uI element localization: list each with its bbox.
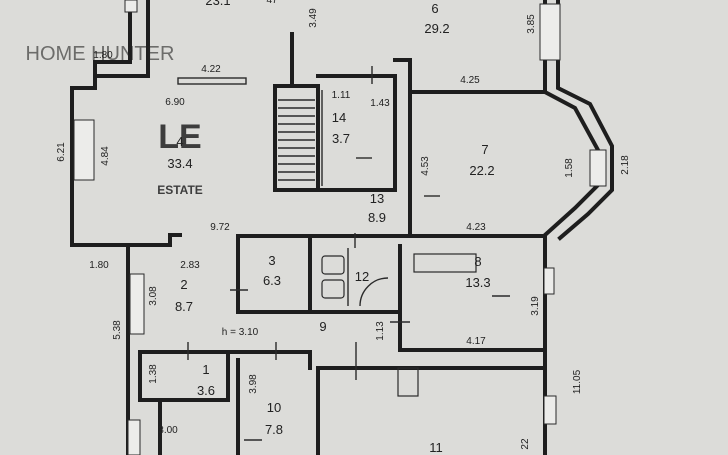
dim-3-49: 3.49 (308, 8, 319, 28)
dimension-labels: 1.80 4.22 6.90 6.21 4.84 9.72 1.80 2.83 … (56, 0, 631, 450)
window-bay (589, 149, 607, 187)
watermark-logo-text: ESTATE (157, 183, 203, 197)
room-12-number: 12 (355, 269, 369, 284)
room-8-number: 8 (474, 254, 481, 269)
dim-4-22: 4.22 (201, 64, 221, 75)
room-9-number: 11 (429, 440, 443, 455)
room-area-23-1: 23.1 (205, 0, 230, 8)
room-8-area: 13.3 (465, 275, 490, 290)
dim-3-08: 3.08 (148, 286, 159, 306)
dim-3-85: 3.85 (526, 14, 537, 34)
dim-1-80-top: 1.80 (93, 50, 113, 61)
dim-h-3-10: h = 3.10 (222, 327, 259, 338)
wall-niche (393, 58, 412, 94)
wall-room-14 (316, 74, 397, 192)
wall-upper-left (93, 0, 150, 78)
room-3-number: 3 (268, 253, 275, 268)
window-room-8 (543, 267, 555, 295)
door-arc-12 (359, 277, 389, 307)
window-room-6 (539, 3, 561, 61)
window-lower-left (127, 419, 141, 455)
room-4-area: 33.4 (167, 156, 192, 171)
room-1-area: 3.6 (197, 383, 215, 398)
dim-47-partial: 47 (266, 0, 278, 6)
room-10-number: 10 (267, 400, 281, 415)
room-11-number: 9 (319, 319, 326, 334)
window-room-2 (129, 273, 145, 335)
dim-5-38: 5.38 (112, 320, 123, 340)
dim-4-17: 4.17 (466, 336, 486, 347)
dim-4-23: 4.23 (466, 222, 486, 233)
dim-4-53: 4.53 (420, 156, 431, 176)
dim-4-84: 4.84 (100, 146, 111, 166)
toilet-1 (321, 255, 345, 275)
dim-6-21: 6.21 (56, 142, 67, 162)
wall-room-12 (308, 234, 402, 314)
room-6-area: 29.2 (424, 21, 449, 36)
room-2-number: 2 (180, 277, 187, 292)
room-14-number: 14 (332, 110, 346, 125)
room-10-area: 7.8 (265, 422, 283, 437)
dim-3-98: 3.98 (248, 374, 259, 394)
niche-room-9 (397, 367, 419, 397)
watermark-faint-text: HOME HUNTER (26, 43, 175, 65)
wall-room-4-bottom (126, 233, 182, 247)
staircase (278, 99, 315, 181)
wall-corridor-11-bottom (138, 350, 312, 370)
outer-wall-right-bay-outer (556, 0, 614, 241)
watermark: LE ESTATE HOME HUNTER (26, 43, 203, 197)
dim-6-90: 6.90 (165, 97, 185, 108)
room-6-number: 6 (431, 1, 438, 16)
wall-room-3 (236, 234, 312, 314)
dim-2-83: 2.83 (180, 260, 200, 271)
room-14-area: 3.7 (332, 131, 350, 146)
dim-22-partial: 22 (520, 438, 531, 450)
room-7-number: 7 (481, 142, 488, 157)
dim-2-18: 2.18 (620, 155, 631, 175)
outer-wall-left (70, 0, 132, 455)
window-room-4 (73, 119, 95, 181)
window-room-9 (543, 395, 557, 425)
room-2-area: 8.7 (175, 299, 193, 314)
room-4-number: 4 (176, 134, 183, 149)
dim-1-13: 1.13 (375, 321, 386, 341)
dim-1-80-bottom: 1.80 (89, 260, 109, 271)
toilet-2 (321, 279, 345, 299)
room-1-number: 1 (202, 362, 209, 377)
dim-1-58: 1.58 (564, 158, 575, 178)
dim-11-05: 11.05 (572, 369, 583, 394)
dim-1-11: 1.11 (332, 90, 351, 101)
watermark-logo: LE (158, 118, 201, 156)
window-top-left (124, 0, 138, 13)
wall-room-1 (138, 350, 230, 402)
dim-1-43: 1.43 (370, 98, 390, 109)
fixtures (177, 66, 510, 441)
dim-3-19: 3.19 (530, 296, 541, 316)
dim-9-72: 9.72 (210, 222, 230, 233)
windows (73, 0, 607, 455)
room-3-area: 6.3 (263, 273, 281, 288)
room-7-area: 22.2 (469, 163, 494, 178)
room-13-number: 13 (370, 191, 384, 206)
walls (70, 0, 614, 455)
dim-3-00: 3.00 (158, 425, 178, 436)
bathtub-8 (413, 253, 477, 273)
room-4-partition (177, 77, 247, 85)
dim-1-38: 1.38 (148, 364, 159, 384)
room-13-area: 8.9 (368, 210, 386, 225)
room-labels: 23.1 6 29.2 4 33.4 14 3.7 7 22.2 13 8.9 … (167, 0, 494, 455)
dim-4-25: 4.25 (460, 75, 480, 86)
